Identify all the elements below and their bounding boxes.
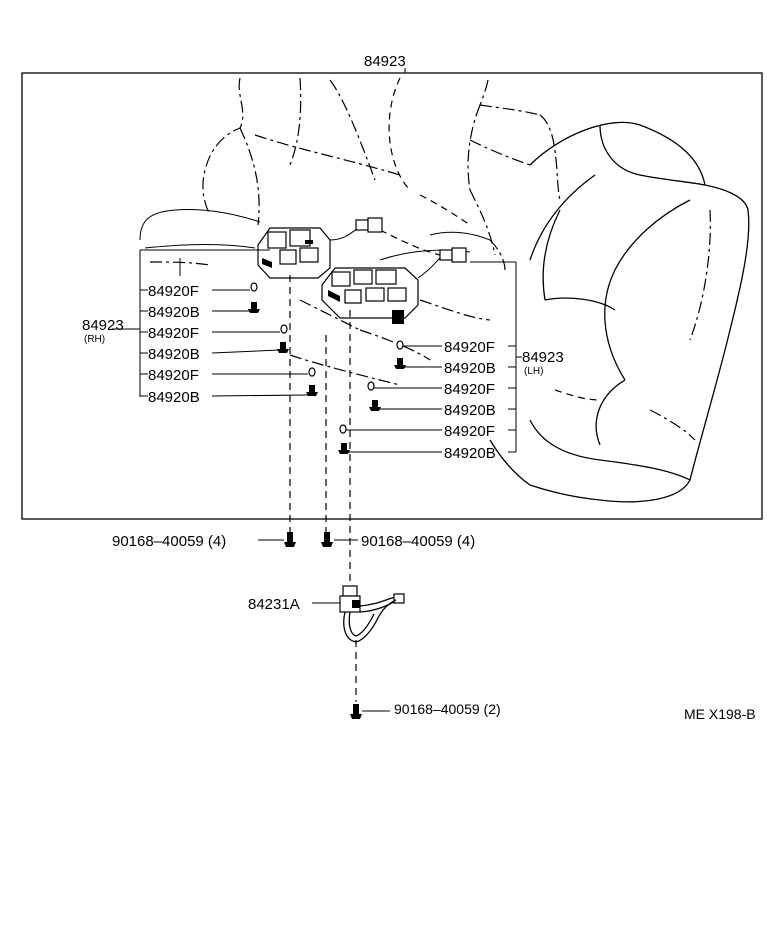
screw-icon — [284, 532, 296, 547]
lh-part-3: 84920F — [444, 381, 495, 398]
rh-part-6: 84920B — [148, 389, 200, 406]
screw-icon — [350, 704, 362, 719]
rh-part-4: 84920B — [148, 346, 200, 363]
lh-part-6: 84920B — [444, 445, 496, 462]
rh-group-sub: (RH) — [84, 334, 105, 345]
rh-part-5: 84920F — [148, 367, 199, 384]
lh-callout-group: 84920F 84920B 84920F 84920B 84920F 84920… — [338, 261, 564, 462]
switch-label: 84231A — [248, 596, 300, 613]
rh-part-1: 84920F — [148, 283, 199, 300]
lh-group-label: 84923 — [522, 349, 564, 366]
clip-b-icon — [369, 400, 381, 411]
mounting-lines — [289, 275, 357, 702]
clip-b-icon — [306, 385, 318, 396]
clip-f-icon — [367, 381, 375, 391]
lh-part-2: 84920B — [444, 360, 496, 377]
clip-f-icon — [250, 282, 258, 292]
lh-part-4: 84920B — [444, 402, 496, 419]
screw-icon — [321, 532, 333, 547]
clip-b-icon — [394, 358, 406, 369]
rh-group-label: 84923 — [82, 317, 124, 334]
clip-f-icon — [280, 324, 288, 334]
diagram-frame — [21, 72, 763, 520]
seat-outline — [139, 77, 750, 503]
top-part-label: 84923 — [364, 53, 406, 70]
clip-b-icon — [338, 443, 350, 454]
lh-group-sub: (LH) — [524, 366, 543, 377]
screw-label-left: 90168–40059 (4) — [112, 533, 226, 550]
switch-84231a: 84231A — [248, 585, 405, 643]
clip-b-icon — [277, 342, 289, 353]
lh-part-1: 84920F — [444, 339, 495, 356]
screw-label-bottom: 90168–40059 (2) — [394, 701, 501, 717]
clip-f-icon — [339, 424, 347, 434]
bottom-screw: 90168–40059 (2) — [350, 701, 501, 719]
rh-part-3: 84920F — [148, 325, 199, 342]
rh-part-2: 84920B — [148, 304, 200, 321]
screw-label-right: 90168–40059 (4) — [361, 533, 475, 550]
rh-switch-assembly — [257, 217, 383, 279]
lh-switch-assembly — [321, 247, 467, 324]
reference-code: ME X198-B — [684, 706, 756, 722]
rh-callout-group: 84920F 84920B 84920F 84920B 84920F 84920… — [82, 249, 318, 406]
clip-b-icon — [248, 302, 260, 313]
clip-f-icon — [396, 340, 404, 350]
clip-f-icon — [308, 367, 316, 377]
lh-part-5: 84920F — [444, 423, 495, 440]
screw-row: 90168–40059 (4) 90168–40059 (4) — [112, 532, 475, 550]
